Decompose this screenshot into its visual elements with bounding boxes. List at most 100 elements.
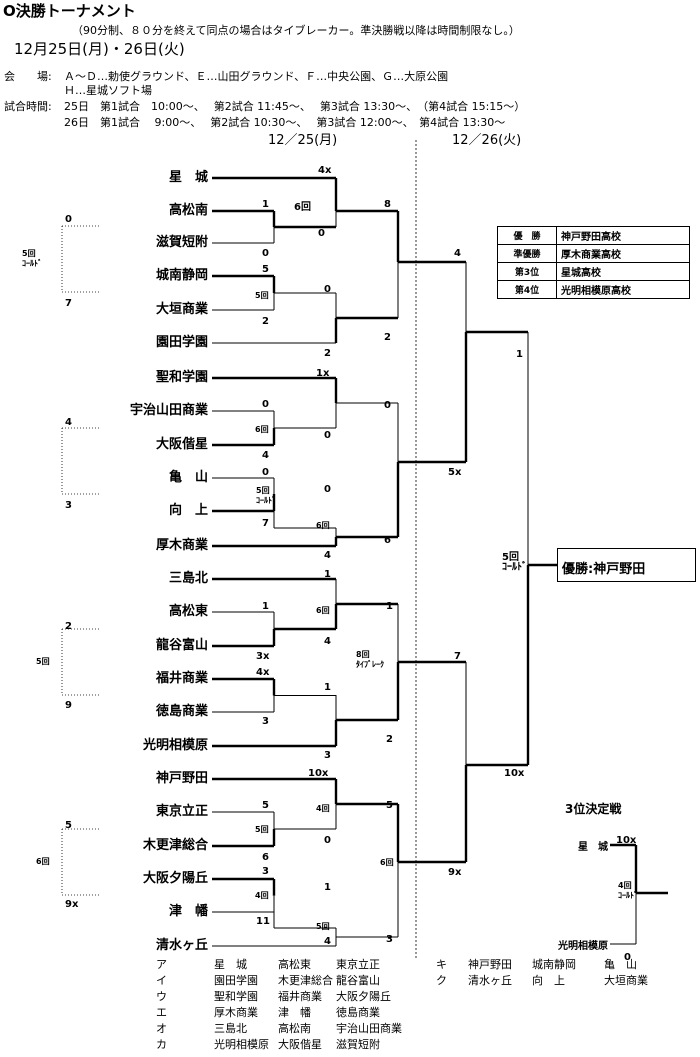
inning-note: ｺｰﾙﾄﾞ [256, 495, 276, 505]
score-label: 2 [386, 734, 393, 745]
inning-note: 5回 [255, 825, 269, 834]
legend-key: ア [156, 958, 167, 971]
standing-row: 第4位光明相模原高校 [497, 280, 690, 299]
team-name: 厚木商業 [155, 538, 208, 553]
score-label: 1 [386, 601, 393, 612]
score-label: 0 [324, 484, 331, 495]
inning-note: 5回 [502, 551, 519, 563]
side-game-score: 9 [65, 700, 72, 711]
score-label: 4 [454, 248, 461, 259]
side-game-note: 5回 [36, 657, 50, 666]
score-label: 0 [262, 399, 269, 410]
rule-note: （90分制、８０分を終えて同点の場合はタイブレーカー。準決勝戦以降は時間制限なし… [72, 24, 520, 37]
legend-team: 向 上 [532, 974, 565, 987]
standing-team: 光明相模原高校 [556, 280, 690, 299]
legend-team: 大垣商業 [604, 974, 648, 987]
score-label: 3x [256, 651, 270, 662]
team-name: 城南静岡 [155, 268, 208, 283]
team-name: 木更津総合 [142, 838, 208, 853]
team-name: 三島北 [168, 571, 208, 586]
inning-note: 6回 [294, 201, 311, 213]
time-line-1: 25日 第1試合 10:00～、 第2試合 11:45～、 第3試合 13:30… [64, 100, 526, 113]
score-label: 0 [324, 430, 331, 441]
legend-key: カ [156, 1038, 167, 1051]
inning-note: 4回 [316, 804, 330, 813]
inning-note: 6回 [380, 858, 394, 867]
score-label: 1 [516, 349, 523, 360]
venue-label: 会 場: [4, 70, 52, 83]
side-game-score: 2 [65, 621, 72, 632]
standing-rank: 第3位 [497, 262, 557, 281]
score-label: 0 [324, 835, 331, 846]
score-label: 0 [384, 400, 391, 411]
score-label: 8 [384, 199, 391, 210]
team-name: 神戸野田 [155, 771, 208, 786]
legend-team: 木更津総合 [278, 974, 333, 987]
side-game-note: 5回 [22, 249, 36, 258]
standing-row: 準優勝厚木商業高校 [497, 244, 690, 263]
score-label: 7 [262, 518, 269, 529]
team-name: 聖和学園 [155, 370, 208, 385]
legend-team: 園田学園 [214, 974, 258, 987]
standing-team: 星城高校 [556, 262, 690, 281]
team-name: 大阪偕星 [155, 437, 208, 452]
third-place-title: 3位決定戦 [565, 802, 622, 816]
page-title: O決勝トーナメント [3, 2, 136, 20]
score-label: 5 [262, 800, 269, 811]
score-label: 4 [324, 550, 331, 561]
legend-key: キ [436, 958, 447, 971]
score-label: 11 [256, 916, 270, 927]
score-label: 0 [624, 952, 631, 963]
venue-line-1: Ａ～Ｄ…勅使グラウンド、Ｅ…山田グラウンド、Ｆ…中央公園、Ｇ…大原公園 [64, 70, 449, 83]
score-label: 4x [318, 165, 332, 176]
time-label: 試合時間: [4, 100, 52, 113]
score-label: 2 [262, 316, 269, 327]
score-label: 0 [318, 228, 325, 239]
team-name: 亀 山 [168, 470, 208, 485]
team-name: 高松南 [168, 203, 208, 218]
inning-note: 8回 [356, 650, 370, 659]
score-label: 4 [324, 936, 331, 947]
legend-team: 高松南 [278, 1022, 311, 1035]
side-game-score: 5 [65, 820, 72, 831]
score-label: 9x [448, 867, 462, 878]
legend-team: 光明相模原 [214, 1038, 269, 1051]
score-label: 1 [324, 882, 331, 893]
side-game-note: 6回 [36, 857, 50, 866]
legend-team: 厚木商業 [214, 1006, 258, 1019]
legend-team: 津 幡 [278, 1006, 311, 1019]
legend-team: 亀 山 [604, 958, 637, 971]
legend-key: イ [156, 974, 167, 987]
legend-team: 高松東 [278, 958, 311, 971]
score-label: 0 [324, 284, 331, 295]
team-name: 宇治山田商業 [129, 403, 208, 418]
day2-label: 12／26(火) [452, 133, 522, 148]
score-label: 5x [448, 467, 462, 478]
side-game-note: ｺｰﾙﾄﾞ [22, 258, 42, 268]
legend-team: 城南静岡 [532, 958, 576, 971]
score-label: 4 [262, 450, 269, 461]
team-name: 津 幡 [168, 904, 208, 919]
score-label: 1 [262, 199, 269, 210]
inning-note: 6回 [316, 606, 330, 615]
legend-team: 大阪夕陽丘 [336, 990, 391, 1003]
inning-note: 5回 [256, 486, 270, 495]
legend-team: 龍谷富山 [336, 974, 380, 987]
inning-note: 4回 [255, 891, 269, 900]
legend-team: 聖和学園 [214, 990, 258, 1003]
score-label: 0 [262, 467, 269, 478]
score-label: 4x [256, 667, 270, 678]
standing-rank: 優 勝 [497, 226, 557, 245]
score-label: 2 [384, 332, 391, 343]
score-label: 2 [324, 348, 331, 359]
standing-rank: 第4位 [497, 280, 557, 299]
score-label: 10x [504, 768, 525, 779]
team-name: 向 上 [168, 503, 208, 518]
legend-key: オ [156, 1022, 167, 1035]
score-label: 3 [262, 866, 269, 877]
team-name: 大阪夕陽丘 [142, 871, 208, 886]
standing-row: 優 勝神戸野田高校 [497, 226, 690, 245]
inning-note: 6回 [255, 425, 269, 434]
inning-note: 4回 [618, 881, 632, 890]
team-name: 滋賀短附 [155, 235, 208, 250]
